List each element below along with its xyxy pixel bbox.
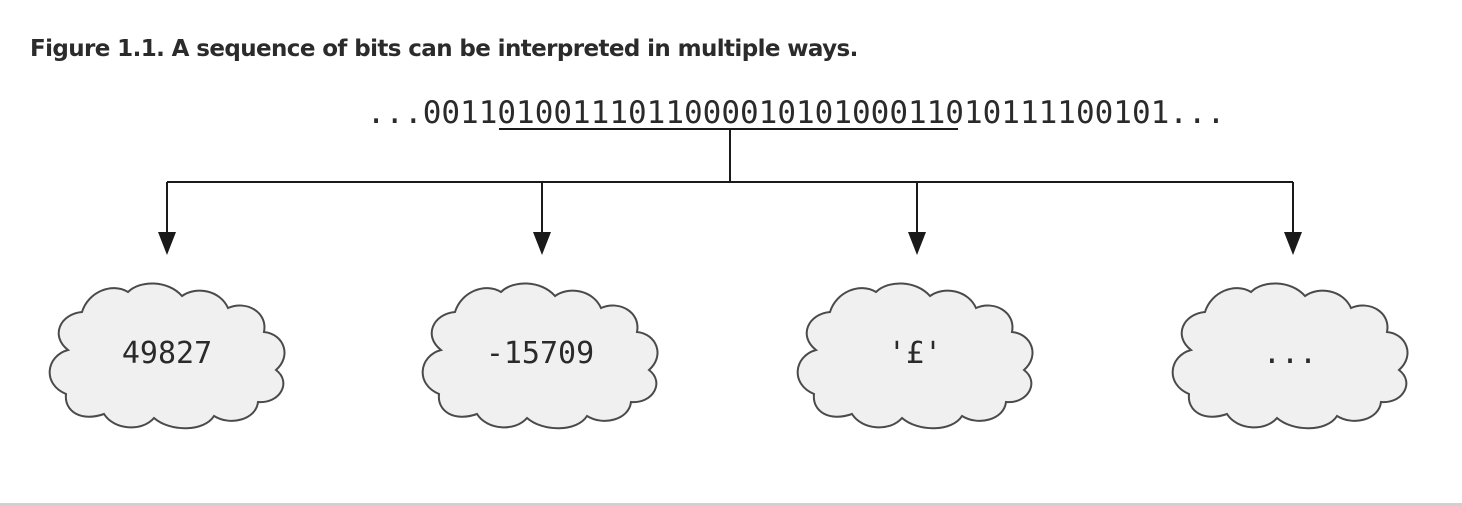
bit-sequence: ...0011010011101100001010100011010111100… <box>367 95 1226 131</box>
arrow-head-3 <box>908 232 926 255</box>
arrow-head-1 <box>158 232 176 255</box>
interpretation-label-3: '£' <box>888 336 942 371</box>
interpretation-cloud-2: -15709 <box>421 282 659 430</box>
arrow-head-4 <box>1284 232 1302 255</box>
interpretation-cloud-4: ... <box>1171 282 1409 430</box>
bits-highlighted: 1011000010101000110 <box>609 95 964 131</box>
interpretation-label-4: ... <box>1263 336 1317 371</box>
interpretation-cloud-1: 49827 <box>48 282 286 430</box>
bits-suffix: 10111100101... <box>964 95 1225 131</box>
bits-prefix: ...0011010011 <box>367 95 610 131</box>
interpretation-label-2: -15709 <box>486 336 594 371</box>
interpretation-label-1: 49827 <box>122 336 212 371</box>
figure-caption: Figure 1.1. A sequence of bits can be in… <box>30 36 858 62</box>
arrow-head-2 <box>533 232 551 255</box>
interpretation-cloud-3: '£' <box>796 282 1034 430</box>
bottom-divider <box>0 503 1462 506</box>
